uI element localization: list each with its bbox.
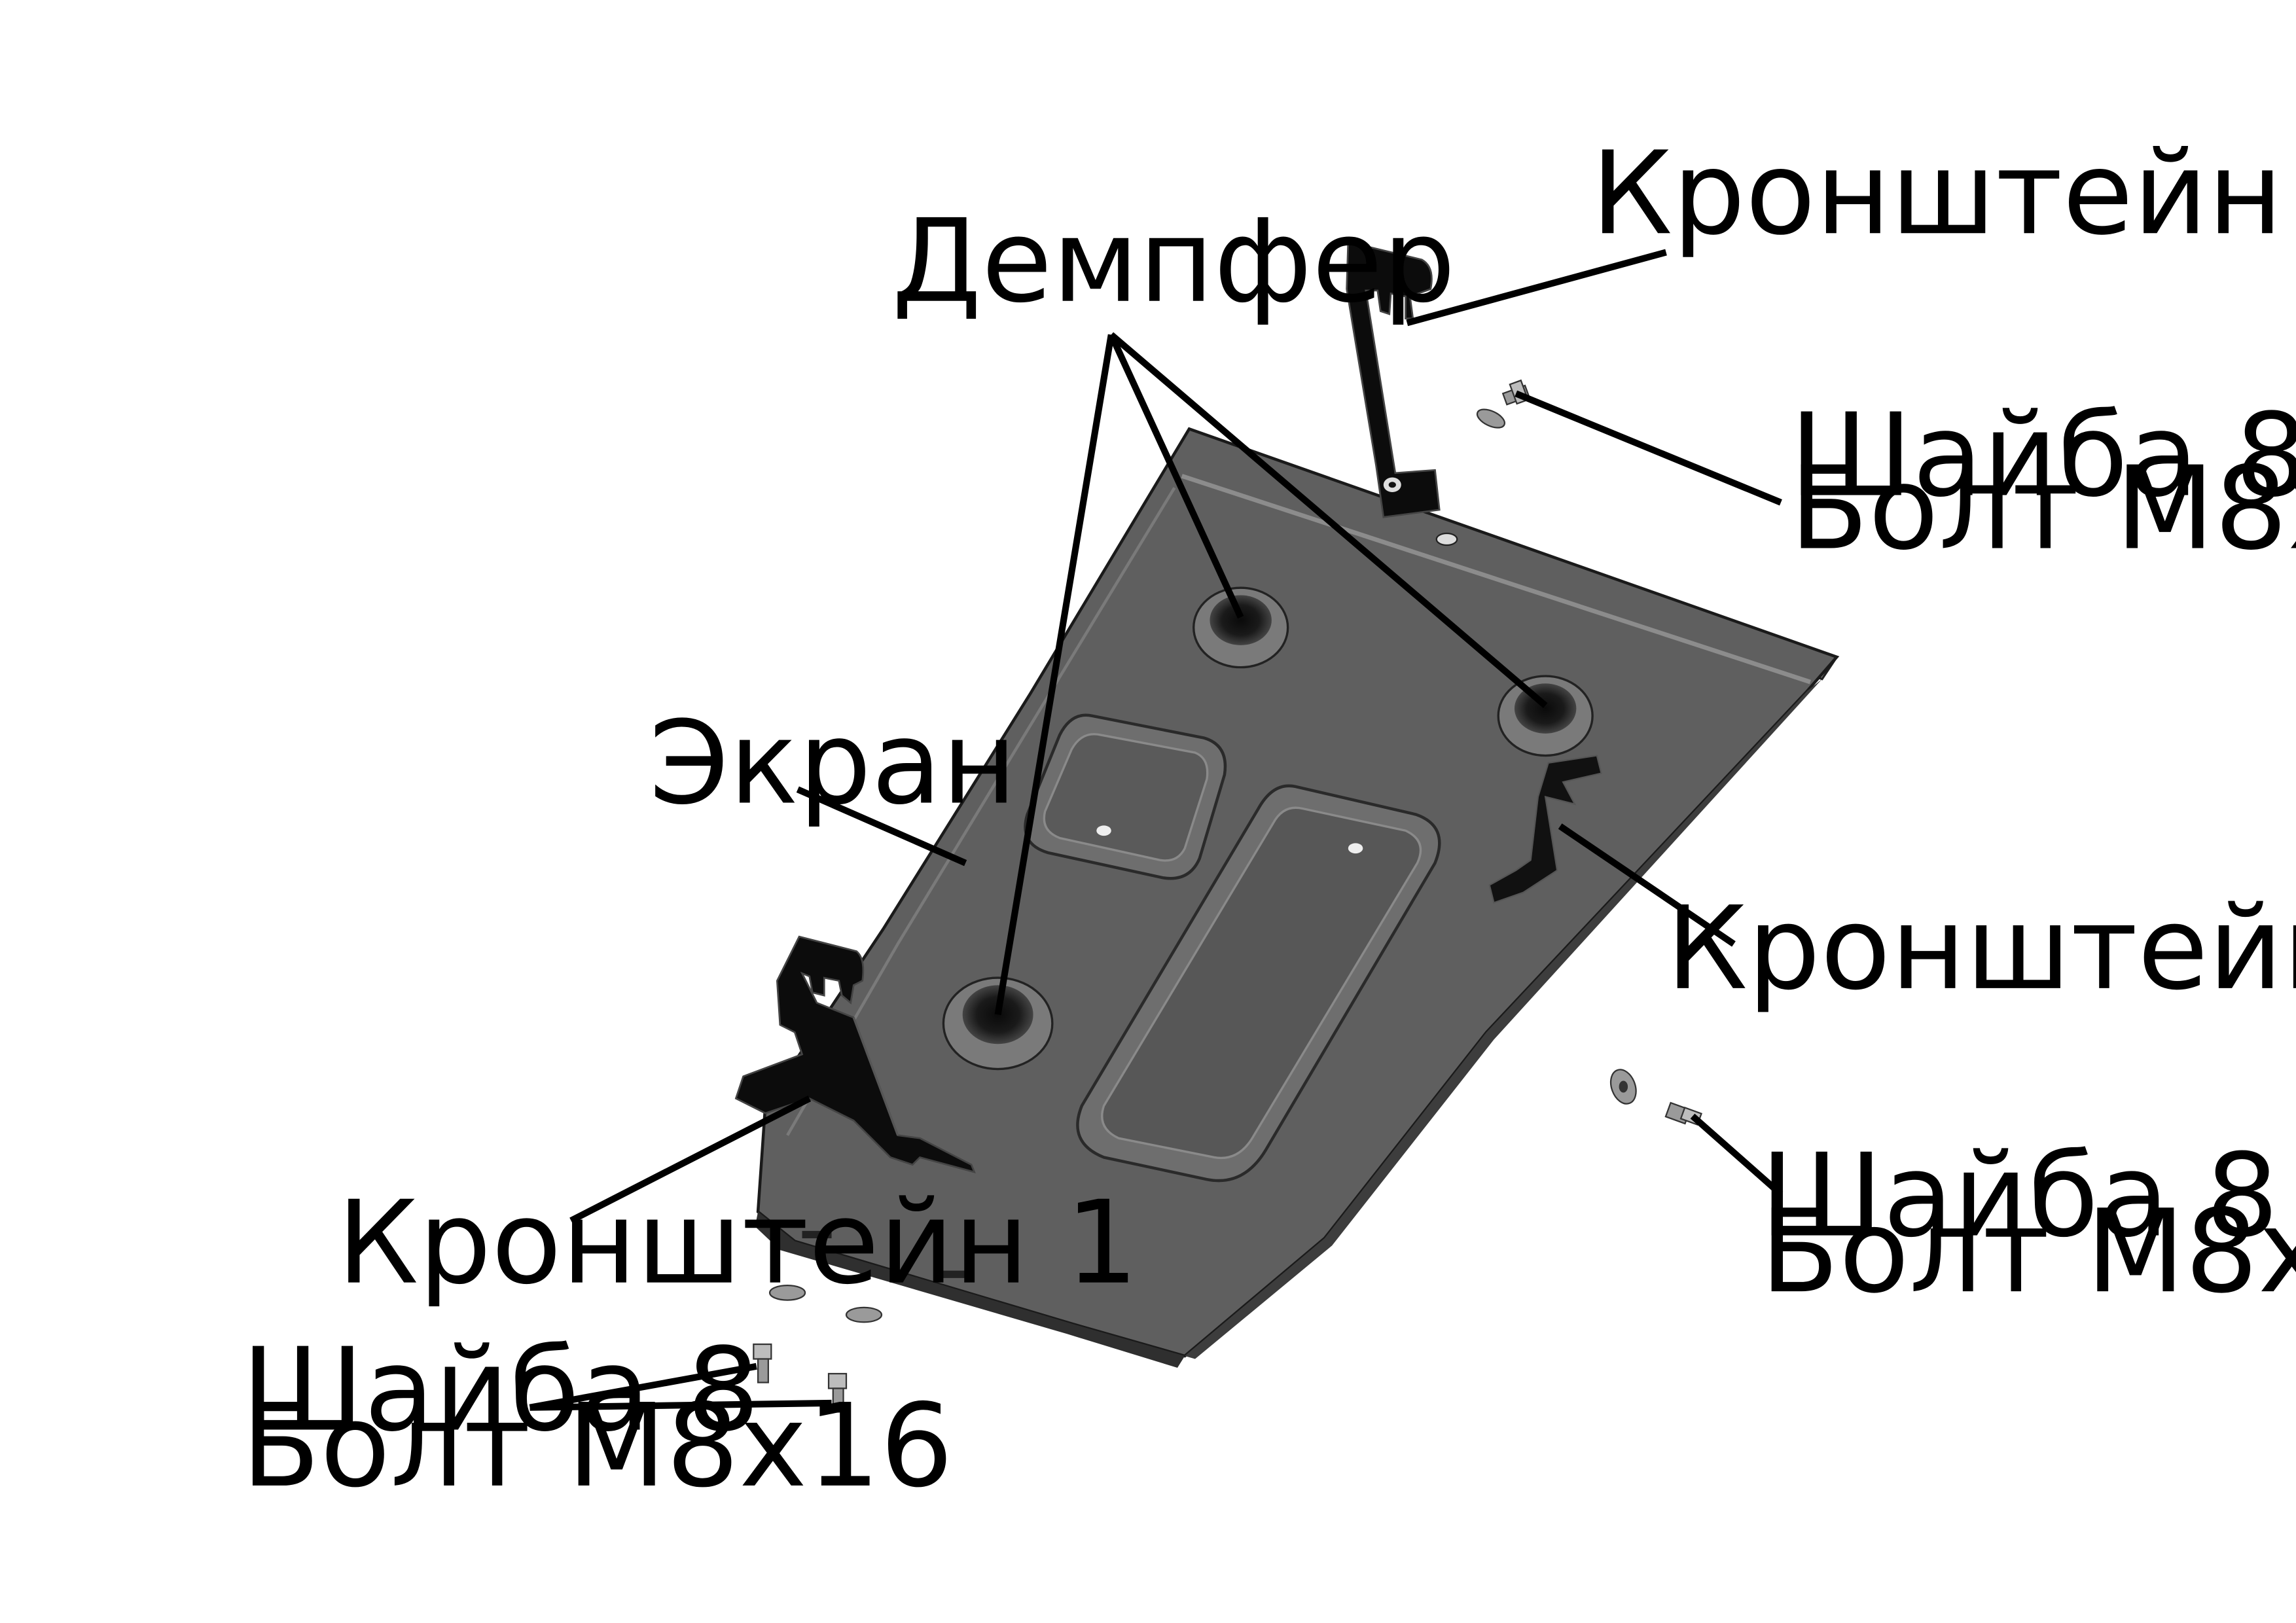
damper-2 [1497,675,1594,757]
leader-hardware-bottom-right [1690,1113,1784,1197]
leader-damper-1 [1108,333,1244,619]
leader-bracket-2 [1406,249,1667,327]
slot-recess [1076,784,1441,1183]
damper-1 [1193,586,1289,669]
label-bolt-top-right: Болт М8х16 [1789,442,2296,575]
leader-bracket-3 [1558,823,1736,947]
leader-damper-2 [1109,332,1548,708]
square-recess [1024,713,1227,880]
top-slot-hole [1435,532,1458,546]
label-bolt-bottom-left: Болт М8х16 [242,1380,954,1513]
leader-bolt-bl-2 [529,1399,832,1411]
leader-screen [796,786,967,866]
label-washer-top-right: Шайба 8 [1789,389,2296,523]
plate-right-edge [1185,679,1822,1359]
hardware-bottom-left [753,1284,883,1413]
skid-plate [755,427,1840,1368]
plate-bottom-lip [755,1211,1185,1368]
label-screen: Экран [649,697,1017,830]
bracket-1 [734,935,976,1173]
label-bracket-1: Кронштейн 1 [337,1177,1138,1310]
leader-bracket-1 [569,1095,812,1224]
hardware-bottom-right [1609,1069,1702,1126]
bracket-2 [1346,241,1441,518]
label-bolt-bottom-right: Болт М8х16 [1760,1185,2296,1319]
label-damper: Демпфер [892,195,1456,329]
label-washer-bottom-left: Шайба 8 [242,1323,760,1457]
leader-bolt-bl-1 [529,1363,757,1411]
label-washer-bottom-right: Шайба 8 [1760,1130,2278,1263]
label-bracket-2: Кронштейн 2 [1591,127,2296,260]
label-bracket-3: Кронштейн 3 [1666,882,2296,1016]
plate-flange-line [1181,474,1811,685]
leader-lines [529,249,1784,1411]
leader-damper-3 [994,334,1115,1016]
hardware-top-right [1476,379,1530,429]
damper-3 [942,976,1054,1071]
leader-hardware-top-right [1515,390,1782,506]
bracket-3 [1488,755,1602,904]
